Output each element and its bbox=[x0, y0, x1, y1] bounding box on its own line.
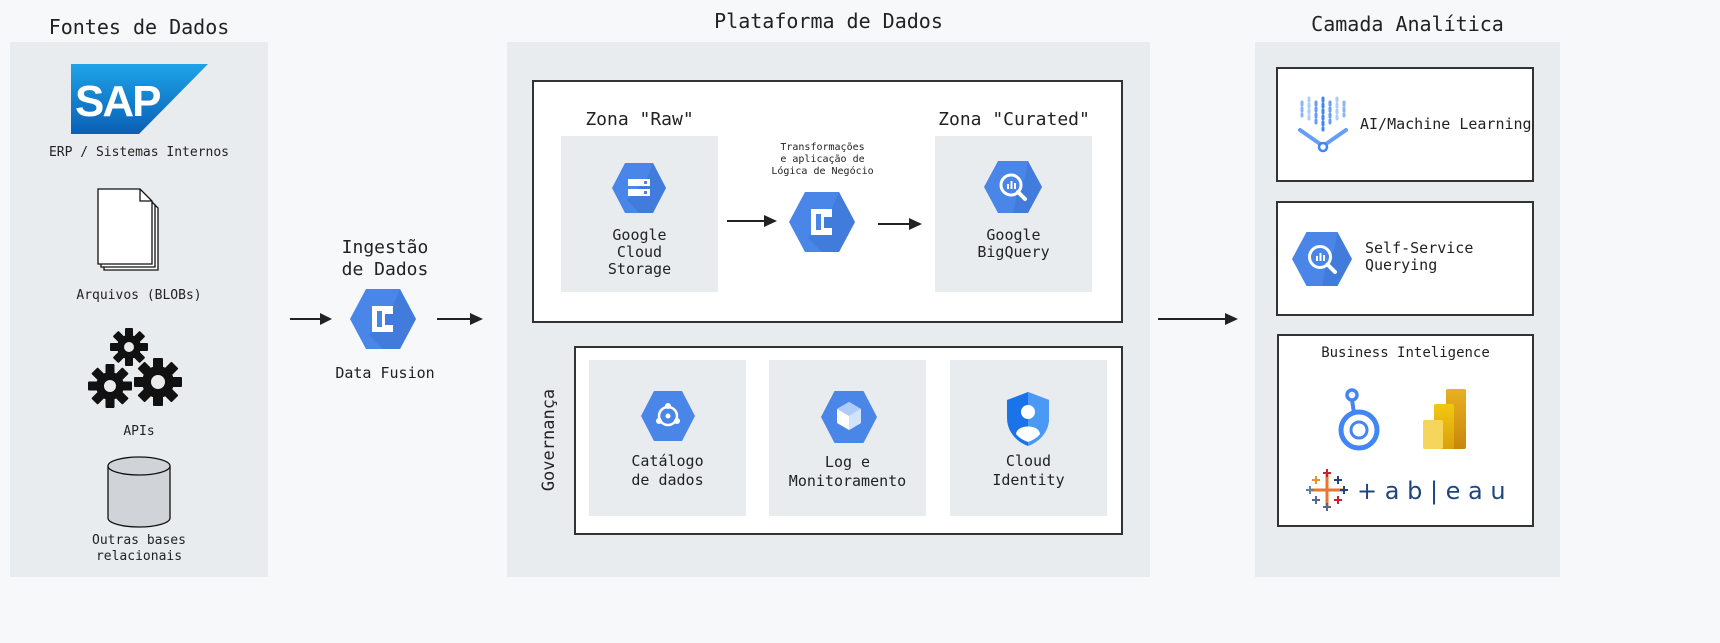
logging-monitoring-icon bbox=[821, 391, 877, 443]
blobs-label: Arquivos (BLOBs) bbox=[76, 288, 202, 303]
data-catalog-label: Catálogo de dados bbox=[631, 452, 704, 489]
governance-title: Governança bbox=[539, 388, 559, 492]
sap-logo: SAP bbox=[71, 64, 208, 134]
apis-label: APIs bbox=[123, 424, 155, 439]
self-service-label: Self-Service Querying bbox=[1365, 239, 1474, 274]
ml-label: AI/Machine Learning bbox=[1360, 115, 1532, 133]
identity-label: Cloud Identity bbox=[992, 452, 1065, 489]
ingestion-title: Ingestão de Dados bbox=[341, 237, 429, 280]
ml-card bbox=[1276, 67, 1534, 182]
other-db-label: Outras bases relacionais bbox=[92, 533, 186, 564]
tableau-logo: + a b | e a u bbox=[1306, 469, 1505, 511]
bi-card bbox=[1277, 334, 1534, 527]
sources-title: Fontes de Dados bbox=[48, 15, 230, 39]
arrow-ingestion-to-platform bbox=[437, 313, 483, 325]
svg-text:+ a b | e a u: + a b | e a u bbox=[1357, 477, 1505, 505]
svg-text:SAP: SAP bbox=[75, 77, 160, 126]
raw-zone-title: Zona "Raw" bbox=[585, 109, 694, 130]
logging-label: Log e Monitoramento bbox=[788, 453, 907, 490]
platform-title: Plataforma de Dados bbox=[714, 9, 943, 33]
curated-zone-title: Zona "Curated" bbox=[938, 109, 1090, 130]
data-fusion-icon bbox=[350, 289, 416, 349]
cloud-identity-icon bbox=[1007, 392, 1049, 446]
arrow-sources-to-ingestion bbox=[290, 313, 332, 325]
gears-icon bbox=[88, 328, 182, 408]
arrow-raw-to-transform bbox=[727, 215, 777, 227]
cloud-storage-label: Google Cloud Storage bbox=[607, 226, 672, 278]
database-cylinder-icon bbox=[107, 456, 171, 528]
erp-label: ERP / Sistemas Internos bbox=[48, 145, 229, 160]
data-catalog-icon bbox=[641, 391, 695, 441]
looker-icon bbox=[1338, 388, 1380, 451]
transform-label: Transformações e aplicação de Lógica de … bbox=[771, 142, 874, 177]
vertex-ai-icon bbox=[1298, 96, 1348, 153]
bi-title: Business Inteligence bbox=[1321, 345, 1490, 361]
arrow-transform-to-curated bbox=[878, 218, 922, 230]
bigquery-icon bbox=[984, 161, 1042, 213]
raw-zone-tile bbox=[561, 136, 718, 292]
document-stack-icon bbox=[97, 188, 159, 271]
arrow-platform-to-analytics bbox=[1158, 313, 1238, 325]
analytics-title: Camada Analítica bbox=[1311, 12, 1504, 36]
power-bi-icon bbox=[1423, 389, 1466, 449]
cloud-storage-icon bbox=[612, 163, 666, 213]
data-fusion-label: Data Fusion bbox=[335, 364, 435, 382]
transform-data-fusion-icon bbox=[789, 192, 855, 252]
self-service-bigquery-icon bbox=[1292, 232, 1352, 286]
bigquery-label: Google BigQuery bbox=[977, 226, 1050, 261]
